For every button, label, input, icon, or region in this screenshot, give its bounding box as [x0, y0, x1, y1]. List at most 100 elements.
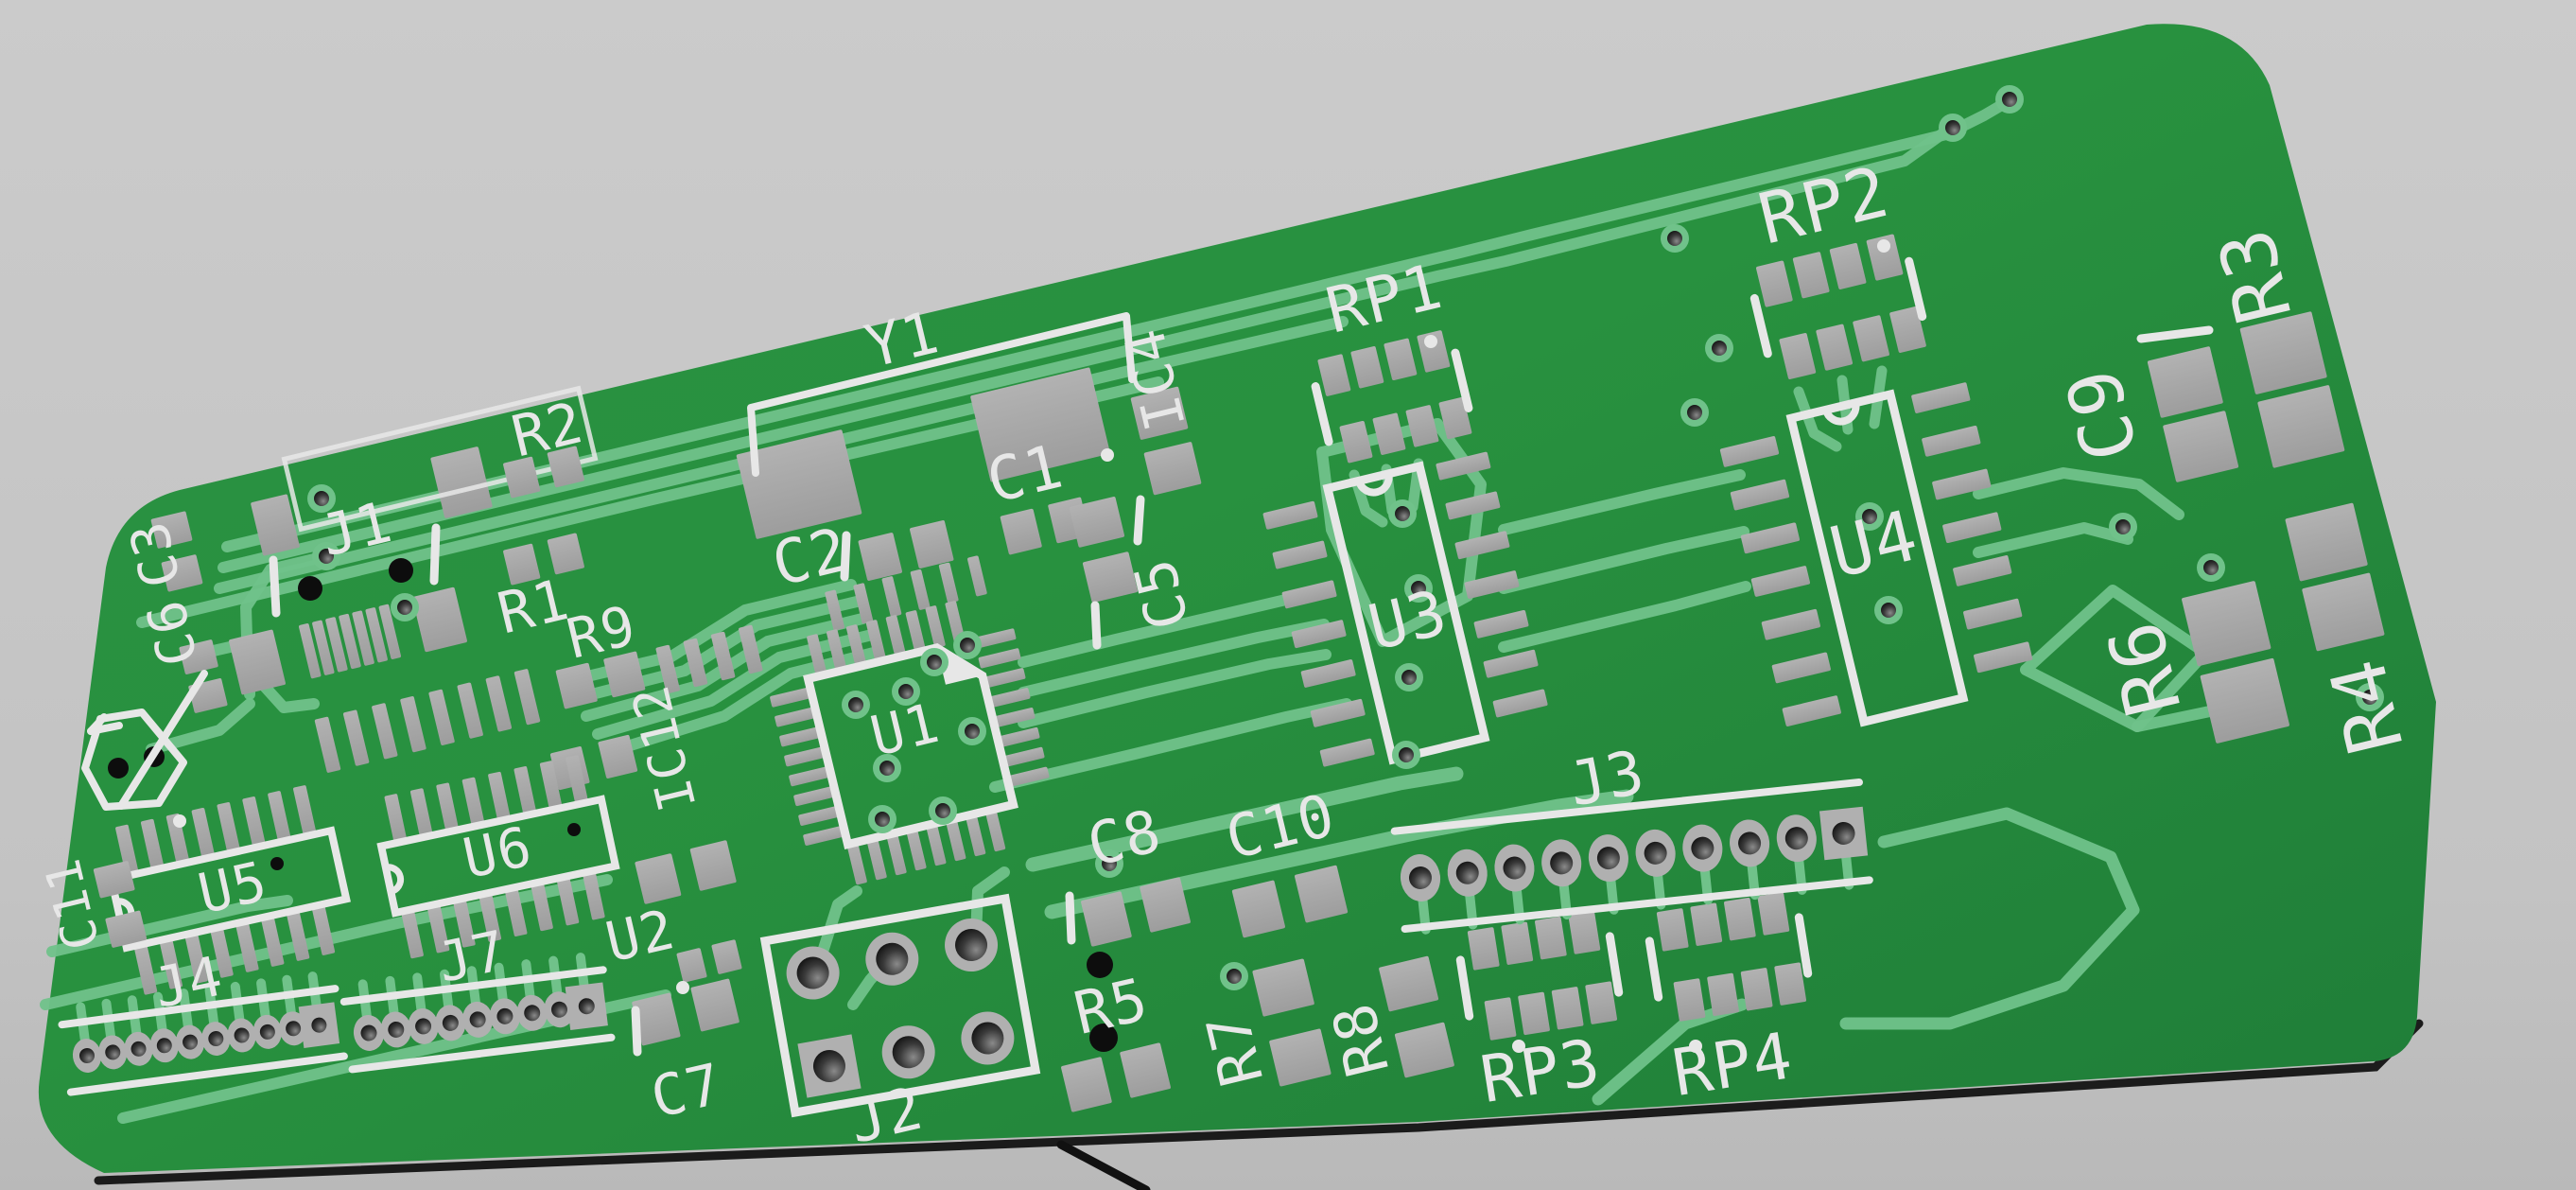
smd-pad	[1774, 962, 1807, 1006]
smd-pad	[770, 687, 812, 708]
pin-hole	[496, 1007, 513, 1024]
smd-pad	[711, 939, 742, 974]
smd-pad	[1081, 891, 1132, 947]
pin1-notch	[1355, 472, 1393, 497]
silkscreen-label-u4: U4	[1822, 495, 1926, 594]
component-J7	[339, 953, 616, 1074]
via-hole	[2002, 92, 2017, 107]
silkscreen-dot	[676, 981, 689, 994]
smd-pad	[690, 978, 740, 1032]
smd-pad	[342, 709, 370, 766]
silkscreen-label-rp4: RP4	[1668, 1019, 1799, 1111]
via-hole	[1411, 581, 1426, 596]
smd-pad	[807, 634, 827, 677]
silkscreen-box	[803, 643, 1018, 849]
component-U5	[107, 785, 351, 995]
drill-hole	[298, 576, 322, 601]
component-J1-pad-c	[412, 586, 467, 653]
pin-hole	[1596, 847, 1620, 870]
pin-hole	[208, 1031, 224, 1047]
via-hole	[397, 600, 412, 615]
copper-trace	[1018, 586, 1328, 668]
smd-pad	[853, 583, 874, 624]
copper-trace	[146, 698, 255, 755]
silkscreen-label-c3: C3	[118, 515, 193, 593]
smd-pad	[1006, 766, 1050, 787]
smd-pad	[513, 669, 541, 726]
via-hole	[1227, 969, 1242, 984]
smd-pad	[827, 629, 847, 673]
silkscreen-line	[1605, 932, 1624, 997]
smd-pad	[457, 682, 483, 739]
copper-trace	[592, 630, 874, 740]
pin-hole	[79, 1048, 95, 1063]
smd-pad	[314, 716, 341, 773]
silkscreen-label-u1: U1	[864, 691, 946, 769]
smd-pad	[1082, 551, 1139, 603]
drill-hole	[1087, 952, 1113, 978]
smd-pad	[1143, 442, 1202, 496]
component-R3	[2239, 311, 2345, 468]
smd-pad	[925, 605, 946, 648]
silkscreen-label-j7: J7	[432, 918, 513, 995]
silkscreen-label-r9: R9	[561, 593, 642, 672]
smd-pad	[1272, 540, 1328, 569]
pin-hole	[876, 942, 909, 975]
via-hole	[875, 812, 890, 827]
silkscreen-label-c9: C9	[2051, 359, 2155, 468]
smd-pad	[133, 944, 158, 995]
smd-pad	[235, 921, 259, 972]
smd-pad	[845, 624, 867, 668]
smd-pad	[1889, 306, 1926, 353]
smd-pad	[1252, 958, 1314, 1017]
silkscreen-label-r5: R5	[1068, 964, 1155, 1047]
smd-pad	[1310, 698, 1366, 727]
copper-trace	[1018, 619, 1330, 698]
silkscreen-box	[107, 826, 351, 953]
silkscreen-label-r6: R6	[2091, 612, 2199, 724]
smd-pad	[1963, 598, 2023, 630]
smd-pad	[1269, 1028, 1332, 1087]
smd-pad	[583, 871, 605, 920]
pin-hole	[1409, 866, 1432, 889]
pin-hole	[442, 1014, 459, 1031]
pin1-chamfer	[936, 647, 983, 685]
smd-pad	[503, 543, 541, 586]
pin-hole	[156, 1038, 172, 1054]
silkscreen-line	[339, 966, 607, 1006]
smd-pad	[1120, 1042, 1171, 1098]
smd-pad	[1501, 921, 1534, 965]
smd-pad	[1483, 649, 1539, 678]
smd-pad	[1384, 338, 1418, 381]
smd-pad	[556, 877, 580, 926]
silkscreen-line	[840, 531, 851, 582]
component-J2	[759, 893, 1041, 1118]
via-hole	[1945, 120, 1960, 135]
copper-trace	[1973, 467, 2184, 520]
silkscreen-line	[66, 1052, 348, 1096]
smd-pad	[287, 910, 310, 961]
smd-pad	[987, 688, 1031, 709]
copper-trace	[1498, 526, 1749, 594]
silkscreen-line	[1455, 955, 1474, 1021]
pin-hole	[360, 1024, 377, 1041]
silkscreen-box	[281, 385, 599, 533]
via-hole	[2203, 560, 2219, 575]
silkscreen-label-j4: J4	[148, 943, 229, 1021]
silkscreen-box	[1322, 461, 1490, 765]
via-hole	[898, 684, 914, 699]
silkscreen-label-c2: C2	[766, 515, 856, 601]
smd-pad	[910, 520, 954, 569]
smd-pad	[1816, 324, 1854, 371]
silkscreen-line	[1749, 293, 1772, 359]
copper-trace	[1025, 766, 1464, 872]
smd-pad	[505, 887, 528, 936]
smd-pad	[1405, 405, 1439, 447]
silkscreen-label-r2: R2	[506, 390, 590, 470]
silkscreen-line	[348, 1033, 616, 1074]
component-R4	[2285, 502, 2385, 652]
smd-pad	[881, 576, 902, 618]
copper-trace	[603, 647, 879, 758]
